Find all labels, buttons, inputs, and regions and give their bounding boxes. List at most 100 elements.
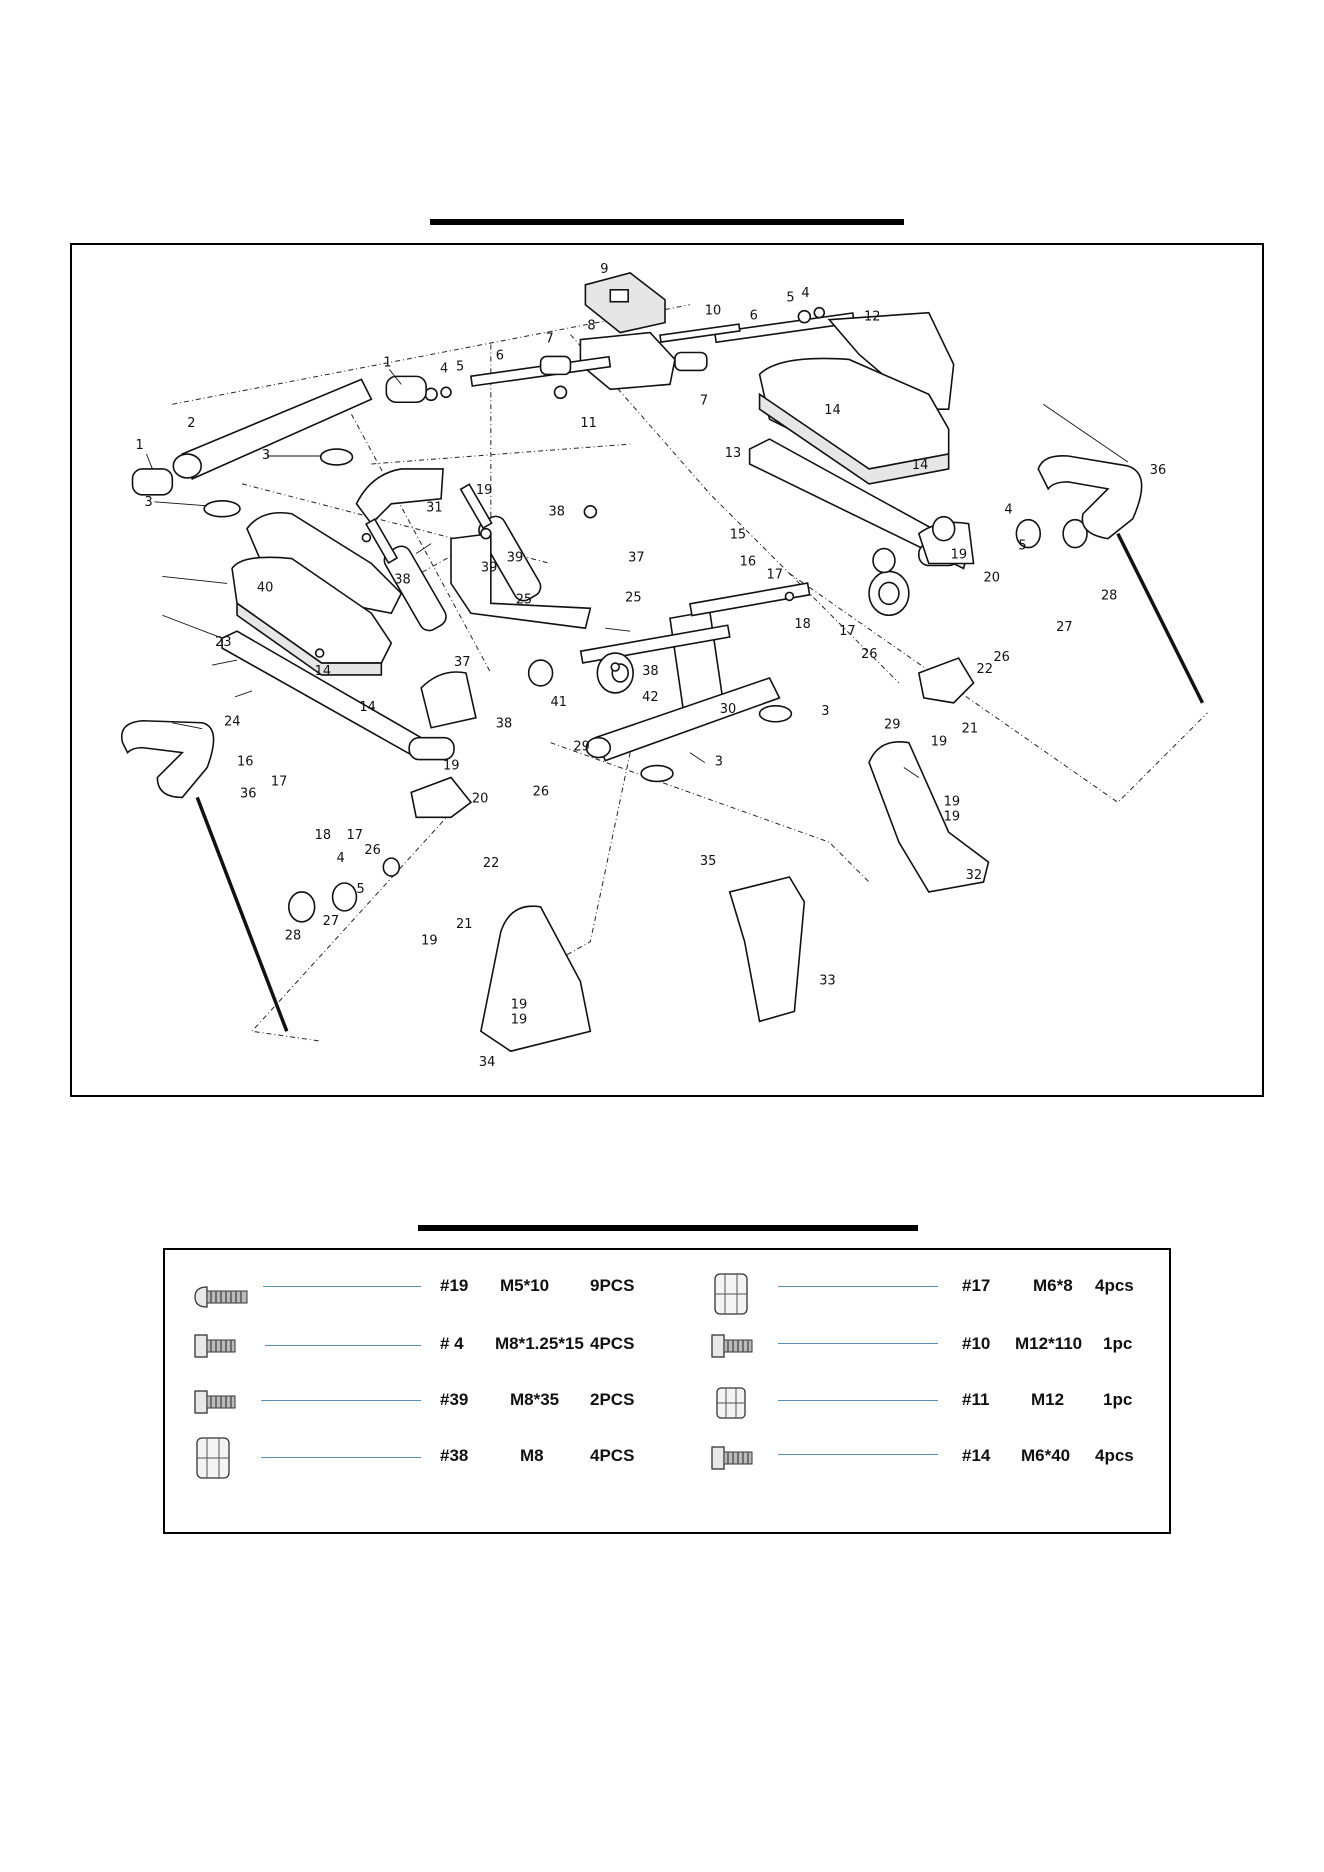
hardware-number: #14 xyxy=(962,1446,991,1465)
part-label: 19 xyxy=(443,759,459,774)
handle-part-36-left xyxy=(120,719,289,1032)
part-label: 5 xyxy=(356,882,364,897)
part-label: 19 xyxy=(511,997,527,1012)
shroud-part-32 xyxy=(868,741,990,893)
part-label: 8 xyxy=(587,319,595,334)
hex-bolt-icon xyxy=(711,1446,753,1470)
part-label: 25 xyxy=(625,590,641,605)
hardware-number: #39 xyxy=(440,1390,469,1409)
hardware-title-rule xyxy=(418,1225,918,1231)
part-label: 4 xyxy=(801,286,809,301)
part-label: 4 xyxy=(337,851,345,866)
part-label: 9 xyxy=(600,262,608,277)
hardware-quantity: 9PCS xyxy=(590,1276,635,1295)
diagram-title-rule xyxy=(430,219,904,225)
hardware-number: #38 xyxy=(440,1446,469,1465)
hardware-quantity: 1pc xyxy=(1103,1390,1133,1409)
part-label: 16 xyxy=(740,554,756,569)
part-label: 41 xyxy=(551,695,567,710)
part-label: 17 xyxy=(271,774,287,789)
part-label: 30 xyxy=(720,702,736,717)
hardware-quantity: 4PCS xyxy=(590,1446,635,1465)
part-label: 7 xyxy=(700,393,708,408)
part-label: 27 xyxy=(1056,620,1072,635)
part-label: 32 xyxy=(966,868,982,883)
round-head-screw-icon xyxy=(194,1286,248,1308)
part-label: 6 xyxy=(750,309,758,324)
fasteners-group xyxy=(314,385,795,672)
part-label: 29 xyxy=(884,718,900,733)
part-label: 31 xyxy=(426,501,442,516)
part-number-labels: 1 1 2 3 3 3 3 4 4 4 4 5 5 5 5 6 6 7 7 8 … xyxy=(136,262,1167,1070)
part-label: 25 xyxy=(516,592,532,607)
part-label: 24 xyxy=(224,715,240,730)
part-label: 3 xyxy=(821,704,829,719)
hardware-size: M8*1.25*15 xyxy=(495,1334,584,1353)
hex-nut-icon xyxy=(196,1437,230,1479)
part-label: 26 xyxy=(993,650,1009,665)
part-label: 18 xyxy=(315,828,331,843)
hardware-size: M6*40 xyxy=(1021,1446,1071,1465)
part-label: 17 xyxy=(347,828,363,843)
cover-part-21-right xyxy=(917,657,975,704)
hardware-quantity: 1pc xyxy=(1103,1334,1133,1353)
hardware-quantity: 4pcs xyxy=(1095,1446,1134,1465)
part-label: 28 xyxy=(285,929,301,944)
hardware-number: #10 xyxy=(962,1334,991,1353)
part-label: 14 xyxy=(359,700,375,715)
foot-part-3-group xyxy=(203,448,793,783)
part-label: 5 xyxy=(1018,539,1026,554)
end-cap-part-1-left xyxy=(131,468,174,496)
part-label: 19 xyxy=(951,548,967,563)
part-label: 3 xyxy=(262,448,270,463)
hardware-size: M8 xyxy=(520,1446,544,1465)
part-label: 38 xyxy=(642,664,658,679)
part-label: 7 xyxy=(546,332,554,347)
part-label: 14 xyxy=(912,458,928,473)
part-label: 29 xyxy=(573,740,589,755)
part-label: 33 xyxy=(819,974,835,989)
part-label: 2 xyxy=(187,416,195,431)
hardware-list: #19 M5*10 9PCS # 4 M8*1.25*15 4PCS #39 M… xyxy=(163,1248,1171,1534)
hardware-number: #11 xyxy=(962,1390,990,1409)
part-label: 20 xyxy=(472,791,488,806)
left-pedal-part-23 xyxy=(231,556,393,676)
hardware-quantity: 2PCS xyxy=(590,1390,635,1409)
part-label: 10 xyxy=(705,304,721,319)
part-label: 16 xyxy=(237,755,253,770)
part-label: 38 xyxy=(394,572,410,587)
handle-part-36-right xyxy=(1037,454,1205,704)
part-label: 20 xyxy=(984,570,1000,585)
part-label: 38 xyxy=(496,717,512,732)
part-label: 1 xyxy=(136,438,144,453)
part-label: 42 xyxy=(642,690,658,705)
part-label: 36 xyxy=(1150,463,1166,478)
part-label: 38 xyxy=(549,505,565,520)
part-label: 21 xyxy=(962,722,978,737)
part-label: 14 xyxy=(315,664,331,679)
end-cap-part-1-top xyxy=(385,375,427,404)
part-label: 27 xyxy=(323,914,339,929)
pedal-pad-part-12 xyxy=(827,311,955,411)
hex-nut-icon xyxy=(714,1273,748,1315)
part-label: 22 xyxy=(483,856,499,871)
cover-part-31 xyxy=(355,468,444,525)
shock-absorber-right-part-37 xyxy=(459,483,542,602)
part-label: 28 xyxy=(1101,588,1117,603)
part-label: 5 xyxy=(786,291,794,306)
part-label: 26 xyxy=(364,843,380,858)
part-label: 19 xyxy=(944,794,960,809)
handle-tube-part-2 xyxy=(172,378,373,480)
bearings-group xyxy=(287,515,1088,923)
part-label: 22 xyxy=(977,662,993,677)
hardware-size: M12*110 xyxy=(1015,1334,1083,1353)
part-label: 17 xyxy=(767,567,783,582)
hardware-number: #19 xyxy=(440,1276,469,1295)
part-label: 6 xyxy=(496,348,504,363)
shroud-part-33 xyxy=(728,876,806,1023)
part-label: 36 xyxy=(240,786,256,801)
shock-absorber-left-part-37 xyxy=(364,518,447,632)
part-label: 18 xyxy=(794,617,810,632)
part-label: 4 xyxy=(440,361,448,376)
hex-bolt-icon xyxy=(194,1390,236,1414)
